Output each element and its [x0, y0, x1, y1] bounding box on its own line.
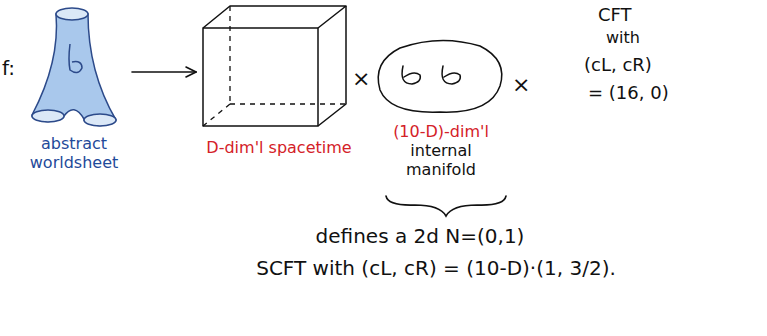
hidden-edge — [230, 103, 346, 104]
map-symbol: f: — [2, 56, 15, 80]
product-sign: × — [512, 72, 530, 98]
boundary-circle — [56, 8, 88, 20]
manifold-blob-shape — [370, 34, 510, 122]
map-arrow — [132, 71, 196, 73]
product-sign: × — [352, 66, 370, 92]
boundary-circle — [84, 114, 116, 126]
result-note: SCFT with (cL, cR) = (10-D)·(1, 3/2). — [196, 256, 676, 280]
underbrace — [386, 196, 506, 216]
central-charge-value: = (16, 0) — [588, 82, 669, 104]
connector-layer — [132, 72, 196, 73]
node-label: abstract worldsheet — [24, 134, 124, 172]
worldsheet-surface: abstract worldsheet — [18, 2, 130, 176]
central-charge: (cL, cR) — [584, 54, 652, 76]
worldsheet-outline — [32, 14, 116, 126]
cft-note: with — [606, 28, 640, 47]
cft-heading: CFT — [598, 4, 632, 26]
node-sublabel: internal manifold — [376, 141, 506, 179]
hidden-edge — [203, 104, 230, 126]
node-label: D-dim'l spacetime — [204, 138, 354, 157]
handle-hole — [442, 66, 460, 84]
cube-edge — [203, 28, 318, 126]
spacetime-box: D-dim'l spacetime — [198, 0, 360, 161]
result-note: defines a 2d N=(0,1) — [210, 224, 630, 248]
worldsheet-surface-shape — [18, 2, 128, 134]
manifold-outline — [378, 40, 502, 112]
manifold-blob: (10-D)-dim'linternal manifold — [370, 34, 512, 184]
spacetime-box-shape — [198, 0, 358, 138]
handle-loop — [69, 44, 82, 73]
boundary-circle — [32, 110, 64, 122]
node-label: (10-D)-dim'l — [376, 122, 506, 141]
cube-edge — [318, 6, 346, 126]
hidden-edge — [229, 6, 230, 104]
cube-edge — [203, 6, 346, 28]
handle-hole — [402, 66, 420, 84]
